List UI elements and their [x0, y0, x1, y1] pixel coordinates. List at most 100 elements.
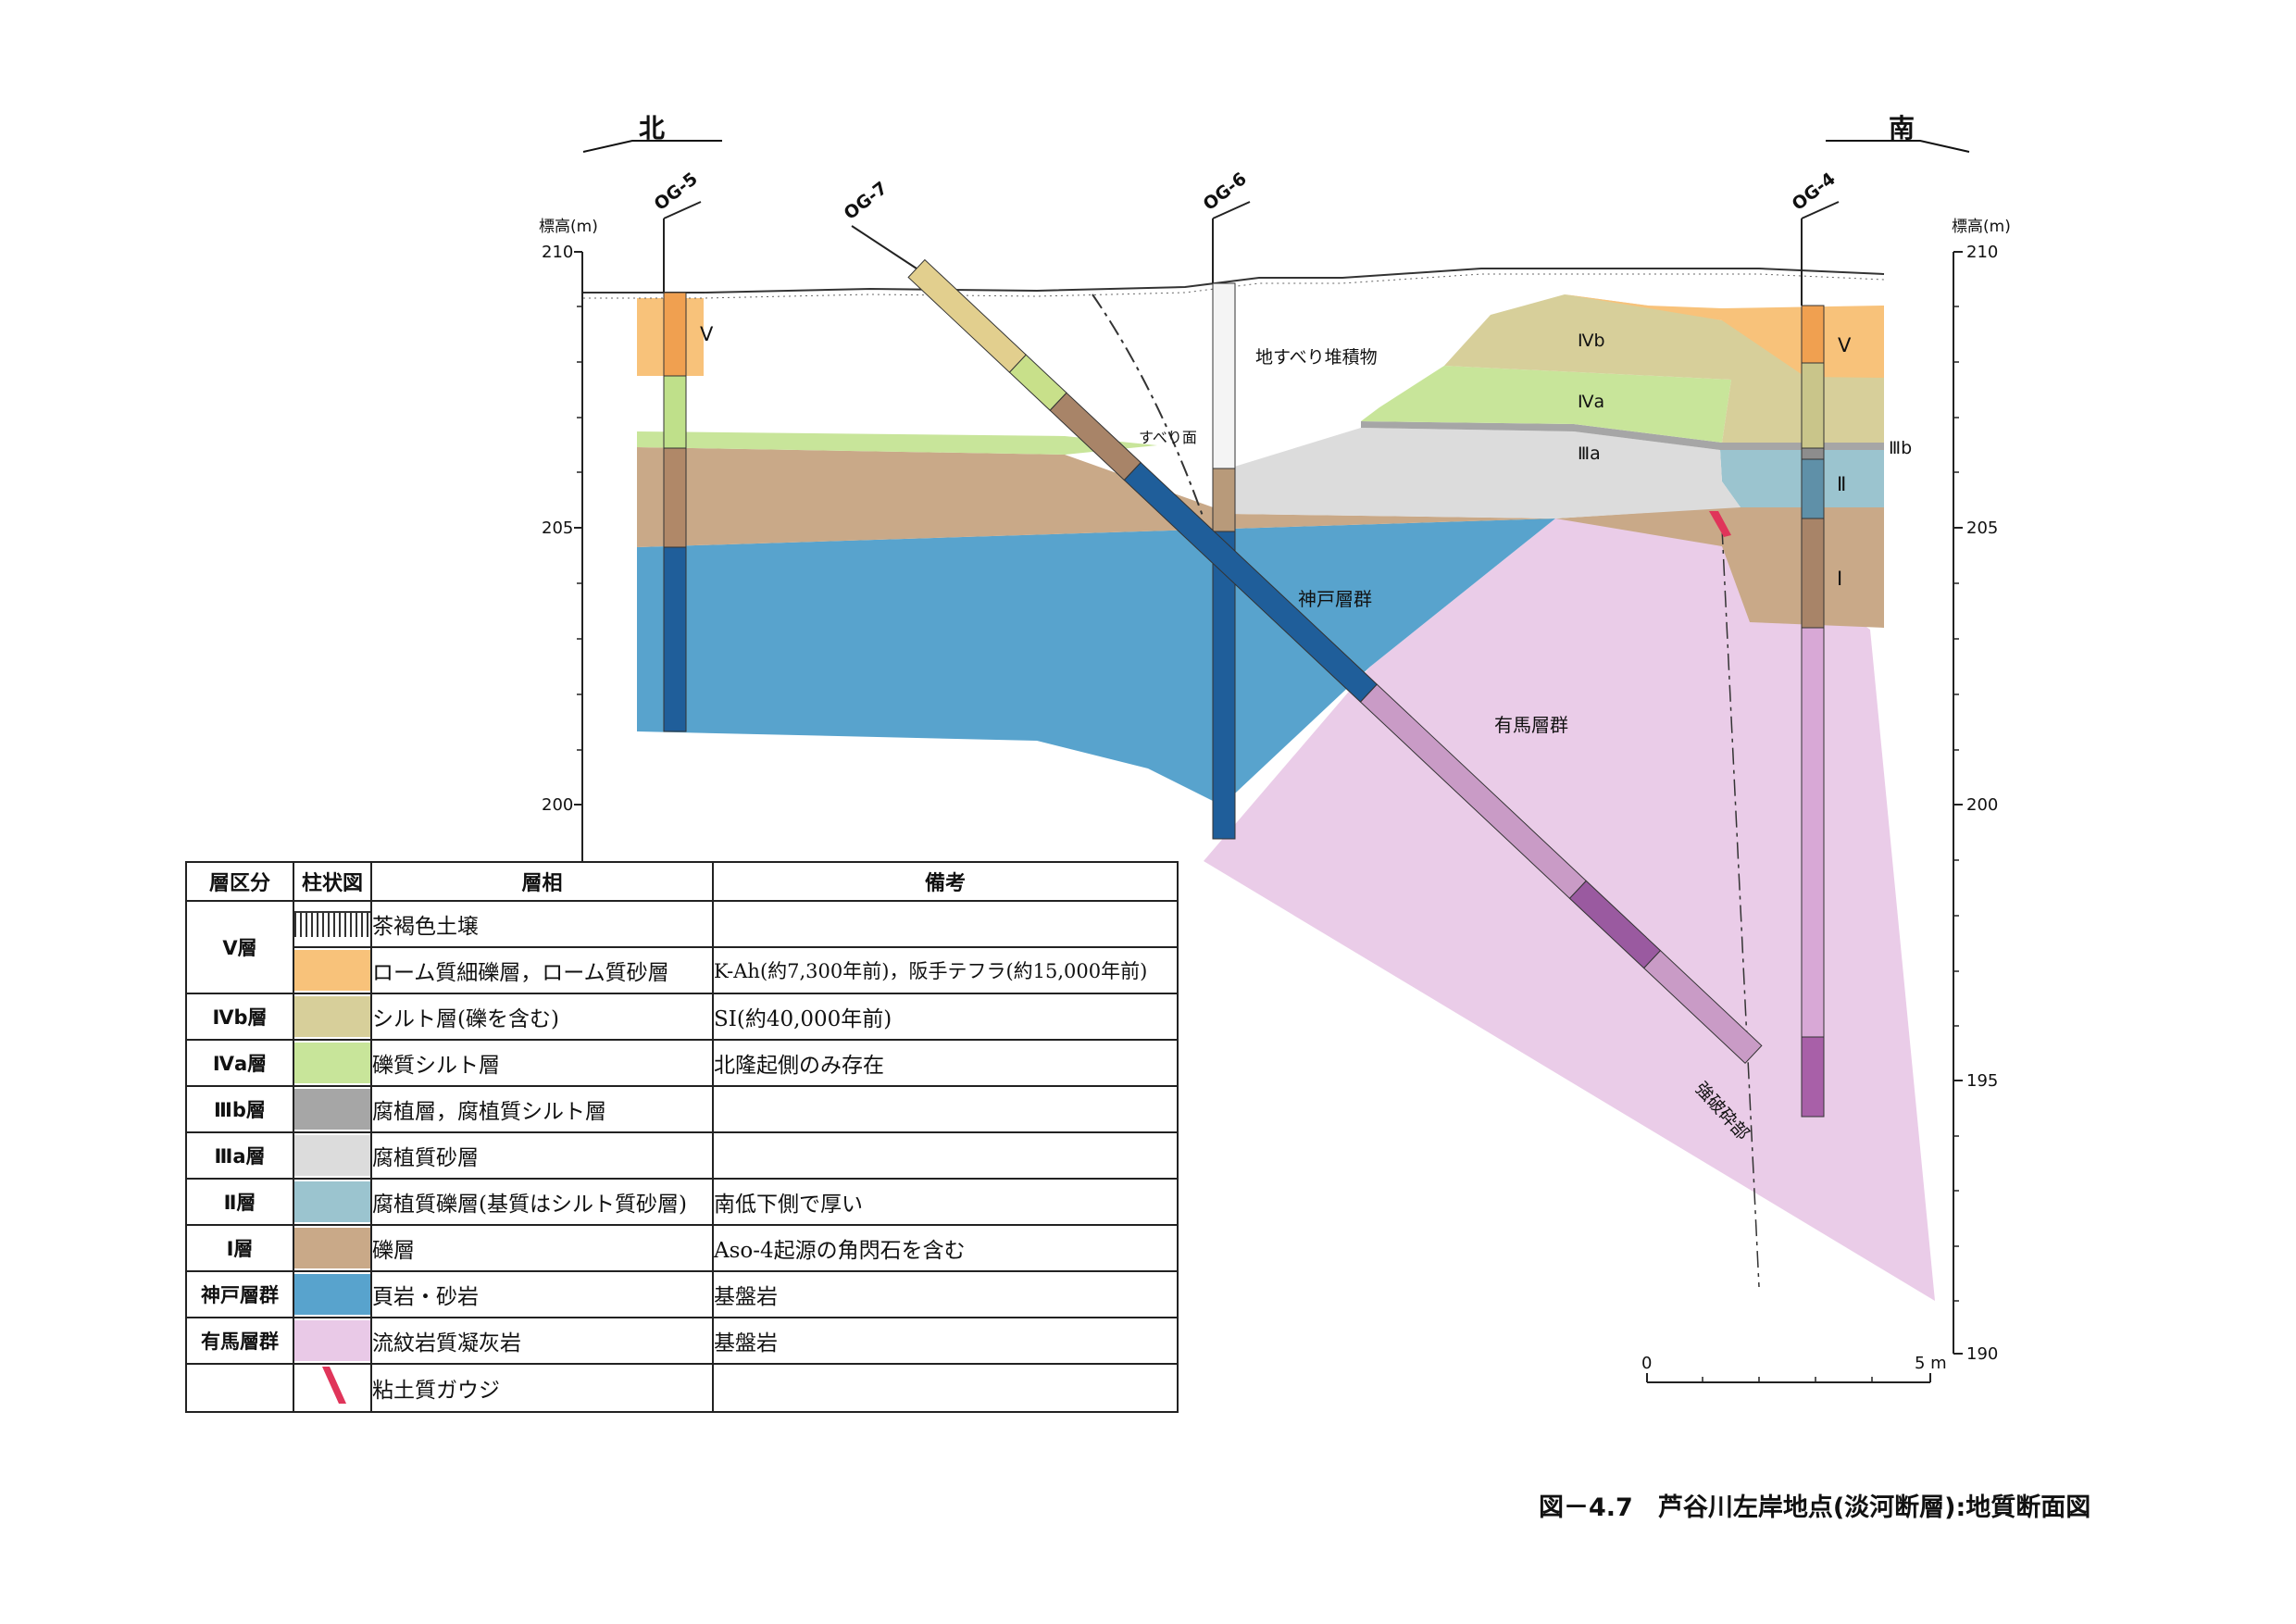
label-landslide-deposit: 地すべり堆積物 — [1255, 347, 1378, 368]
label-kobe-group: 神戸層群 — [1298, 588, 1372, 610]
left-axis-title: 標高(m) — [539, 218, 598, 236]
legend-layer — [185, 1363, 294, 1413]
legend-facies: 粘土質ガウジ — [370, 1363, 714, 1413]
legend-facies: 流紋岩質凝灰岩 — [370, 1317, 714, 1365]
legend-remarks — [712, 1131, 1179, 1180]
right-tick-210: 210 — [1966, 243, 1998, 262]
legend-header-row: 層区分 柱状図 層相 備考 — [185, 861, 1179, 902]
figure-caption: 図－4.7 芦谷川左岸地点(淡河断層):地質断面図 — [1539, 1493, 2091, 1522]
left-tick-205: 205 — [542, 518, 573, 538]
legend-facies: 礫層 — [370, 1224, 714, 1272]
right-tick-200: 200 — [1966, 795, 1998, 815]
legend-layer: 神戸層群 — [185, 1270, 294, 1318]
layer-iva-unit — [1361, 366, 1731, 443]
legend-row-ii: Ⅱ層 腐植質礫層(基質はシルト質砂層) 南低下側で厚い — [185, 1178, 1179, 1226]
legend-row-iiib: Ⅲb層 腐植層，腐植質シルト層 — [185, 1085, 1179, 1133]
north-marker: 北 — [582, 113, 722, 153]
layer-i-north — [637, 447, 1555, 547]
legend-header-layer: 層区分 — [185, 861, 294, 902]
legend-facies: 茶褐色土壌 — [370, 900, 714, 948]
legend-row-kobe: 神戸層群 頁岩・砂岩 基盤岩 — [185, 1270, 1179, 1318]
legend-row-iva: Ⅳa層 礫質シルト層 北隆起側のみ存在 — [185, 1039, 1179, 1087]
legend-remarks: K-Ah(約7,300年前)，阪手テフラ(約15,000年前) — [712, 946, 1179, 994]
label-v-south: Ⅴ — [1838, 334, 1852, 356]
label-slip-surface: すべり面 — [1139, 429, 1197, 446]
legend-remarks: 基盤岩 — [712, 1270, 1179, 1318]
legend-header-remarks: 備考 — [712, 861, 1179, 902]
og5-label: OG-5 — [651, 169, 702, 215]
south-label: 南 — [1889, 113, 1915, 144]
layer-iiia-unit — [1231, 428, 1741, 518]
legend-layer: Ⅱ層 — [185, 1178, 294, 1226]
legend-row-ivb: Ⅳb層 シルト層(礫を含む) SI(約40,000年前) — [185, 993, 1179, 1041]
label-iiib: Ⅲb — [1889, 438, 1912, 458]
north-label: 北 — [639, 113, 665, 144]
og4-label: OG-4 — [1789, 169, 1840, 215]
legend-facies: 腐植質礫層(基質はシルト質砂層) — [370, 1178, 714, 1226]
swatch-iiib — [294, 1089, 370, 1130]
legend-remarks: 北隆起側のみ存在 — [712, 1039, 1179, 1087]
legend-row-iiia: Ⅲa層 腐植質砂層 — [185, 1131, 1179, 1180]
fault-line-main — [1721, 527, 1760, 1288]
legend-layer: Ⅳb層 — [185, 993, 294, 1041]
borehole-og5: OG-5 — [651, 169, 702, 732]
label-ii: Ⅱ — [1837, 473, 1846, 495]
legend-row-i: Ⅰ層 礫層 Aso-4起源の角閃石を含む — [185, 1224, 1179, 1272]
legend-facies: 腐植層，腐植質シルト層 — [370, 1085, 714, 1133]
legend-remarks — [712, 1363, 1179, 1413]
label-v-north: Ⅴ — [700, 323, 714, 345]
legend-remarks — [712, 900, 1179, 948]
layer-iva-north-strip — [637, 431, 1157, 455]
legend-layer: Ⅳa層 — [185, 1039, 294, 1087]
swatch-ivb — [294, 996, 370, 1037]
legend-facies: シルト層(礫を含む) — [370, 993, 714, 1041]
legend-table: 層区分 柱状図 層相 備考 Ⅴ層 茶褐色土壌 ローム質細礫層，ローム質砂層 K-… — [185, 861, 1179, 1413]
legend-facies: 礫質シルト層 — [370, 1039, 714, 1087]
clay-gouge-mark — [1709, 511, 1731, 537]
scale-bar: 0 5 m — [1641, 1354, 1947, 1383]
legend-layer: Ⅲb層 — [185, 1085, 294, 1133]
south-marker: 南 — [1826, 113, 1970, 153]
swatch-ii — [294, 1181, 370, 1222]
slip-surface-line — [1092, 294, 1204, 519]
legend-facies: 頁岩・砂岩 — [370, 1270, 714, 1318]
label-iva: Ⅳa — [1578, 392, 1604, 412]
right-tick-195: 195 — [1966, 1071, 1998, 1091]
legend-row-gouge: 粘土質ガウジ — [185, 1363, 1179, 1413]
borehole-og6: OG-6 — [1200, 169, 1251, 840]
legend-remarks — [712, 1085, 1179, 1133]
legend-remarks: Aso-4起源の角閃石を含む — [712, 1224, 1179, 1272]
right-tick-205: 205 — [1966, 518, 1998, 538]
right-tick-190: 190 — [1966, 1344, 1998, 1364]
legend-remarks: 基盤岩 — [712, 1317, 1179, 1365]
left-elevation-axis: 標高(m) 210 205 200 — [539, 218, 598, 861]
scale-zero: 0 — [1641, 1354, 1652, 1373]
legend-row-v: ローム質細礫層，ローム質砂層 K-Ah(約7,300年前)，阪手テフラ(約15,… — [186, 946, 1179, 994]
swatch-v — [294, 950, 370, 991]
swatch-iva — [294, 1043, 370, 1083]
legend-layer: Ⅰ層 — [185, 1224, 294, 1272]
right-elevation-axis: 標高(m) 210 205 200 195 190 — [1952, 218, 2011, 1364]
legend-facies: ローム質細礫層，ローム質砂層 — [370, 946, 714, 994]
legend-remarks: SI(約40,000年前) — [712, 993, 1179, 1041]
og7-label: OG-7 — [841, 178, 892, 224]
scale-five: 5 m — [1915, 1354, 1947, 1373]
label-iiia: Ⅲa — [1578, 443, 1601, 464]
swatch-arima — [294, 1320, 370, 1361]
legend-header-column: 柱状図 — [293, 861, 372, 902]
swatch-soil — [294, 911, 370, 937]
label-i: Ⅰ — [1837, 568, 1842, 590]
legend-row-arima: 有馬層群 流紋岩質凝灰岩 基盤岩 — [185, 1317, 1179, 1365]
legend-facies: 腐植質砂層 — [370, 1131, 714, 1180]
right-axis-title: 標高(m) — [1952, 218, 2011, 236]
label-ivb: Ⅳb — [1578, 331, 1605, 351]
swatch-kobe — [294, 1274, 370, 1315]
legend-remarks: 南低下側で厚い — [712, 1178, 1179, 1226]
swatch-iiia — [294, 1135, 370, 1176]
layer-iiib-unit — [1361, 421, 1884, 450]
kobe-group-unit — [637, 518, 1555, 806]
label-arima-group: 有馬層群 — [1494, 714, 1568, 736]
borehole-og7: OG-7 — [841, 178, 1763, 1065]
legend-header-facies: 層相 — [370, 861, 714, 902]
